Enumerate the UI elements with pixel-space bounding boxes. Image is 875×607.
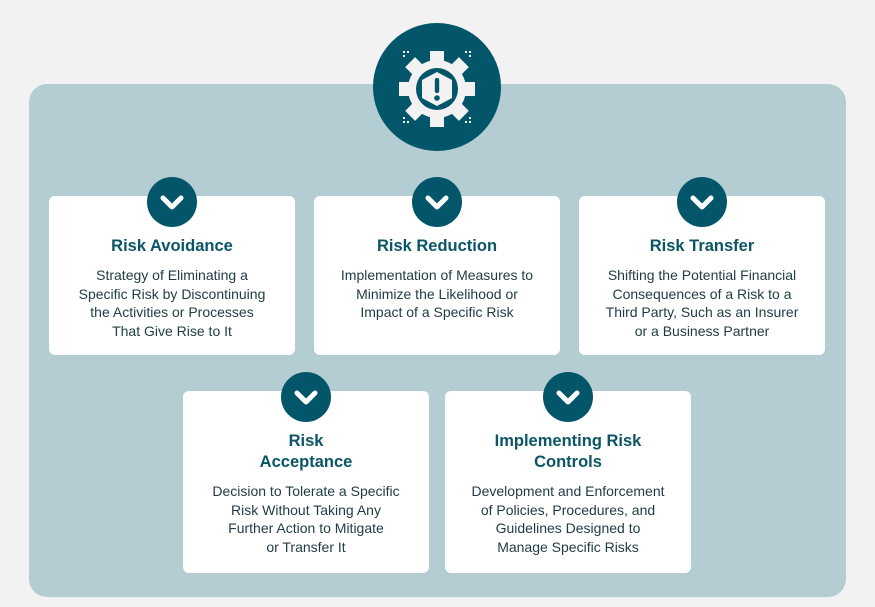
chevron-down-icon (677, 177, 727, 227)
hub-circle (373, 23, 501, 151)
chevron-down-icon (543, 372, 593, 422)
card-risk-transfer: Risk Transfer Shifting the Potential Fin… (579, 177, 825, 355)
card-risk-reduction: Risk Reduction Implementation of Measure… (314, 177, 560, 355)
chevron-down-icon (147, 177, 197, 227)
gear-warning-icon (399, 51, 475, 127)
card-title: Risk Avoidance (111, 237, 233, 255)
card-title: Risk Reduction (376, 237, 498, 255)
chevron-down-icon (412, 177, 462, 227)
card-risk-avoidance: Risk Avoidance Strategy of Eliminating a… (49, 177, 295, 355)
card-title: Risk Transfer (649, 237, 755, 255)
chevron-down-icon (281, 372, 331, 422)
